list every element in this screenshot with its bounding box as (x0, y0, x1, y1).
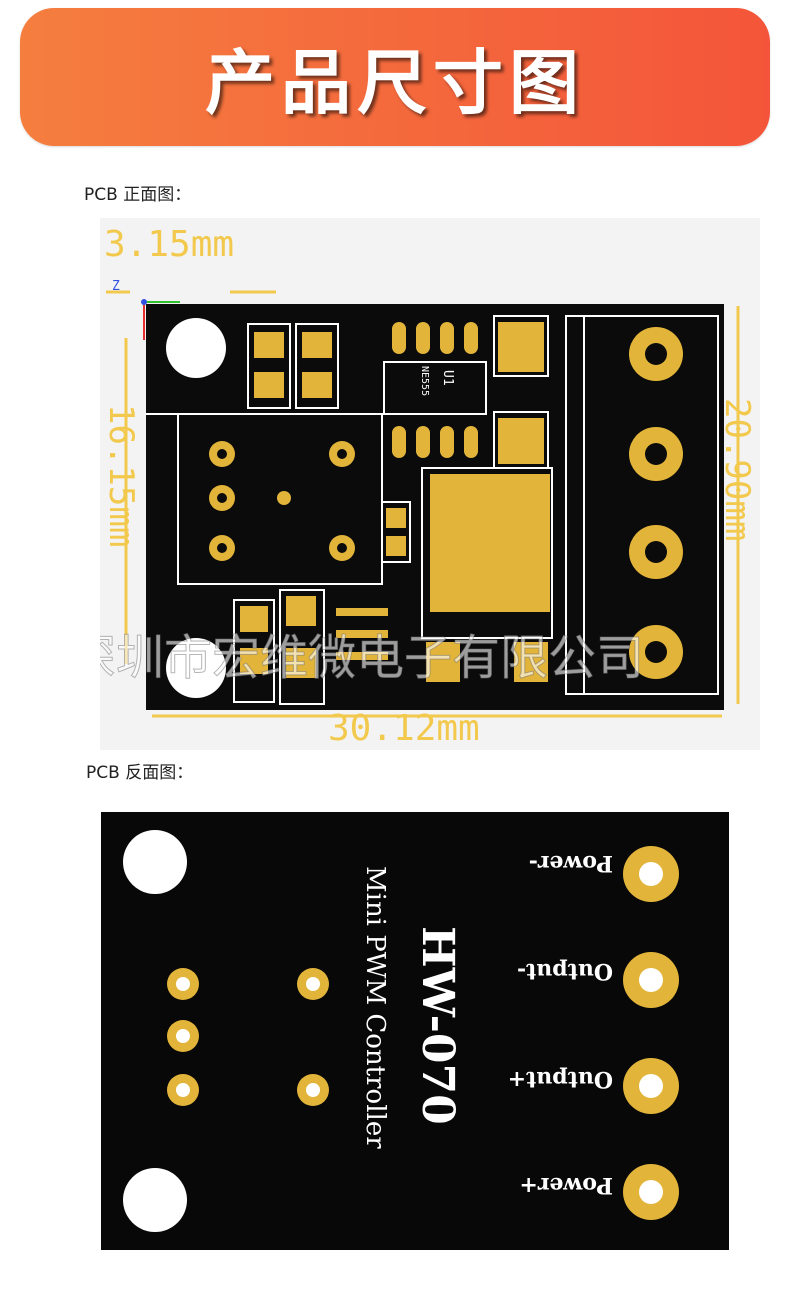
header-banner: 产品尺寸图 (20, 8, 770, 146)
chip-part-label: NE555 (419, 366, 430, 396)
pin-label-power-plus: Power+ (519, 1172, 613, 1198)
back-view-label: PCB 反面图： (86, 763, 194, 783)
front-view-label: PCB 正面图： (84, 185, 192, 205)
dim-bottom-label: 30.12mm (328, 708, 480, 749)
pin-label-output-minus: Output- (517, 958, 613, 984)
model-label: HW-070 (412, 926, 463, 1125)
pcb-front-figure: Z NE555 U1 (68, 218, 760, 750)
page-title: 产品尺寸图 (205, 41, 585, 124)
pin-label-power-minus: Power- (529, 850, 613, 876)
pcb-back-figure: HW-070 Mini PWM Controller Power- Output… (101, 812, 729, 1250)
dim-offset-label: 3.15mm (104, 224, 234, 265)
subtitle-label: Mini PWM Controller (360, 866, 390, 1149)
watermark-text: 深圳市宏维微电子有限公司 (100, 630, 644, 686)
axis-label: Z (112, 279, 120, 294)
pcb-back-board (101, 812, 729, 1250)
dim-right-label: 20.90mm (717, 398, 757, 541)
dim-left-label: 16.15mm (101, 404, 141, 547)
pin-label-output-plus: Output+ (508, 1066, 613, 1092)
chip-ref-label: U1 (440, 370, 455, 386)
